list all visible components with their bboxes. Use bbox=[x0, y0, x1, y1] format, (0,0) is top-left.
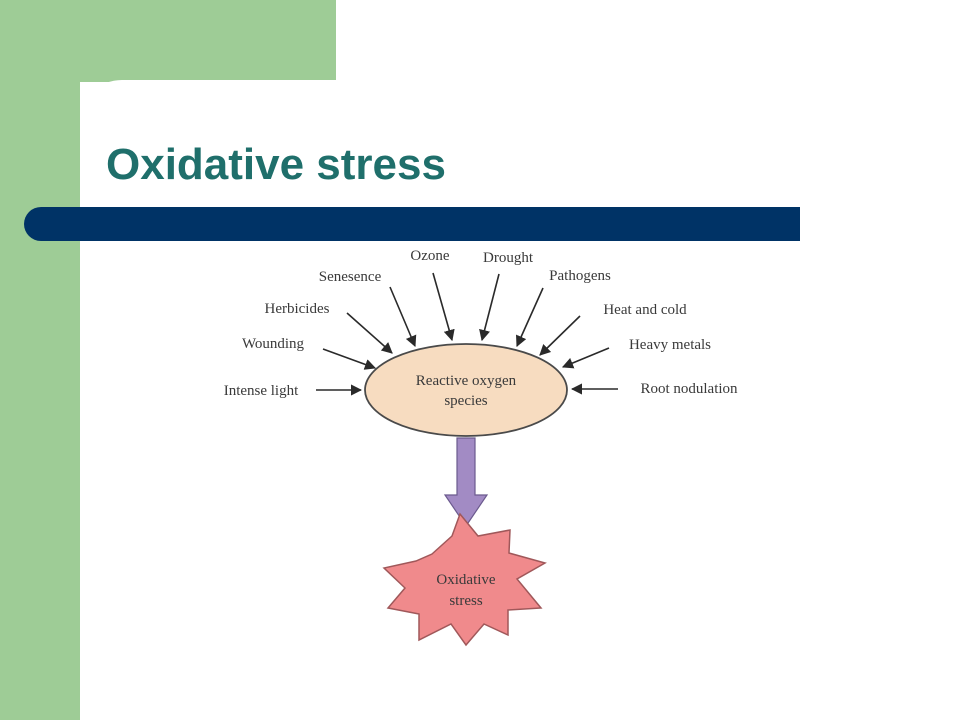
reactive-oxygen-species-node bbox=[364, 343, 568, 437]
stressor-label-pathogens: Pathogens bbox=[549, 268, 611, 284]
ros-label-line2: species bbox=[444, 393, 487, 409]
stressor-label-drought: Drought bbox=[483, 250, 534, 266]
arrow-wounding bbox=[322, 348, 377, 370]
title-rule bbox=[24, 207, 800, 241]
stressor-label-heavy-metals: Heavy metals bbox=[629, 337, 711, 353]
stressor-label-senesence: Senesence bbox=[319, 269, 382, 285]
stressor-label-heat-and-cold: Heat and cold bbox=[603, 302, 687, 318]
oxidative-stress-burst bbox=[382, 512, 547, 647]
title-rule-notch bbox=[66, 239, 112, 241]
ros-label-line1: Reactive oxygen bbox=[416, 373, 517, 389]
arrow-senesence bbox=[389, 286, 417, 348]
arrow-heavy-metals bbox=[561, 347, 610, 369]
oxidative-stress-label-line2: stress bbox=[449, 593, 482, 609]
stressor-label-root-nodulation: Root nodulation bbox=[640, 381, 738, 397]
arrow-pathogens bbox=[516, 287, 544, 348]
down-arrow bbox=[443, 437, 489, 528]
oxidative-stress-label-line1: Oxidative bbox=[436, 572, 495, 588]
top-accent bbox=[0, 0, 336, 82]
arrow-drought bbox=[479, 273, 500, 342]
arrow-heat-and-cold bbox=[539, 315, 581, 356]
sidebar-accent bbox=[0, 0, 80, 720]
stressor-label-wounding: Wounding bbox=[242, 336, 305, 352]
stressor-label-ozone: Ozone bbox=[410, 248, 449, 264]
stressor-label-intense-light: Intense light bbox=[224, 383, 299, 399]
arrow-ozone bbox=[432, 272, 455, 342]
stressor-label-herbicides: Herbicides bbox=[265, 301, 330, 317]
slide-title: Oxidative stress bbox=[106, 140, 446, 189]
arrow-herbicides bbox=[346, 312, 393, 354]
